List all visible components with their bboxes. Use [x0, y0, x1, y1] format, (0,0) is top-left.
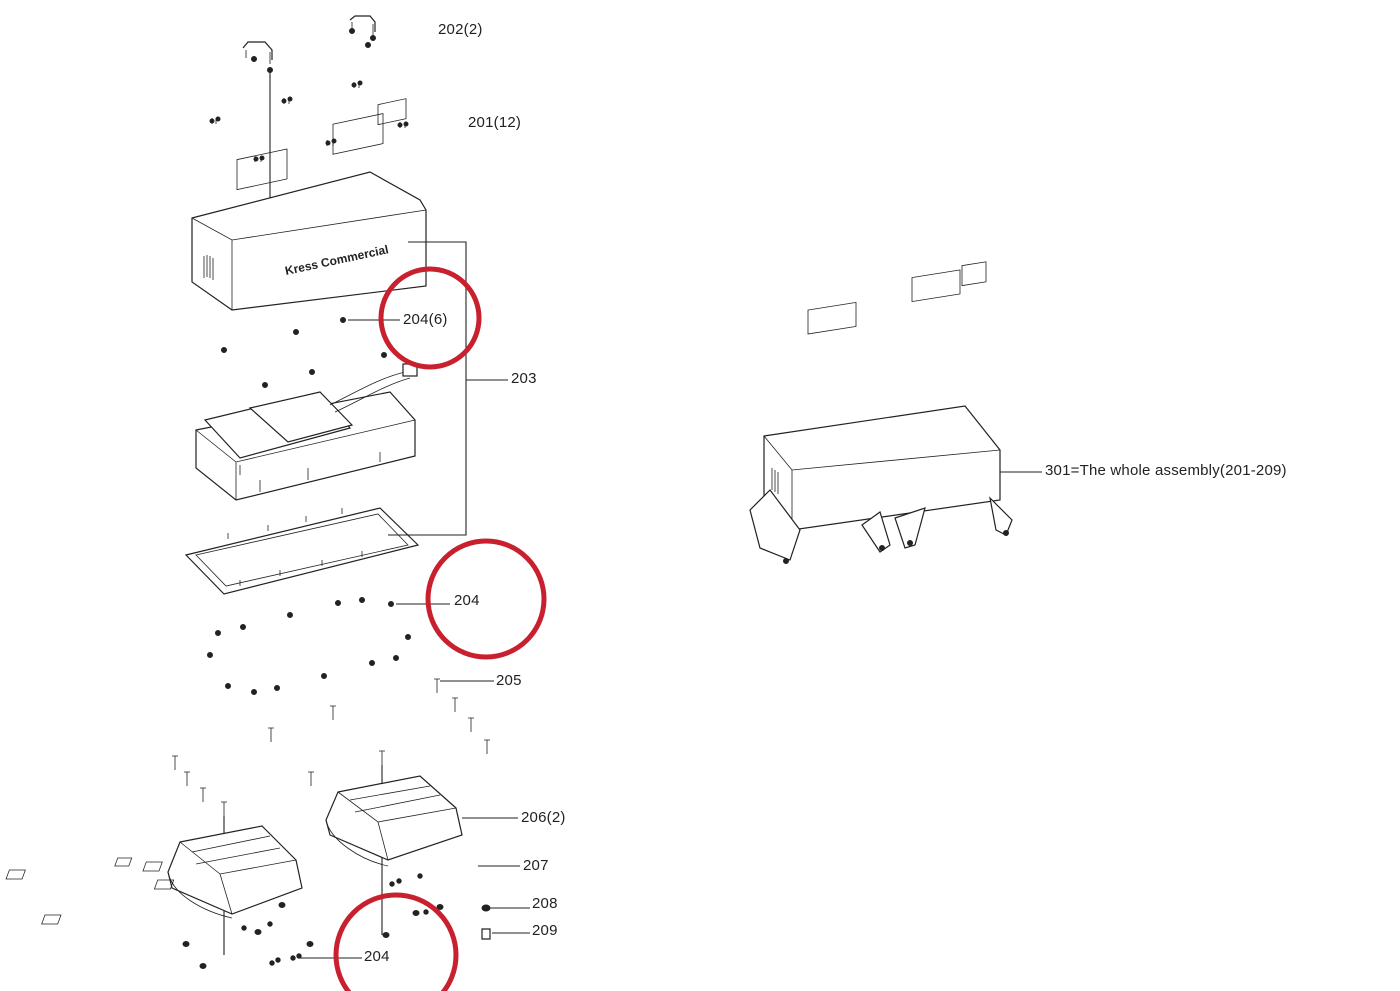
- handle-part-202-left: [242, 41, 273, 73]
- callout-204-middle: 204: [454, 592, 480, 609]
- callout-301: 301=The whole assembly(201-209): [1045, 462, 1287, 479]
- screws-204-bottom: [241, 873, 429, 966]
- wheel-carrier-206-right: [325, 775, 463, 867]
- handle-part-202-top: [349, 15, 376, 48]
- callout-205: 205: [496, 672, 522, 689]
- highlight-circle-1: [378, 266, 482, 370]
- battery-top-cover: Kress Commercial: [191, 98, 427, 311]
- callout-209: 209: [532, 922, 558, 939]
- screws-204-six: [221, 317, 387, 388]
- screws-204-lower: [207, 597, 411, 695]
- callout-208: 208: [532, 895, 558, 912]
- plates-207: [5, 857, 175, 925]
- callout-206: 206(2): [521, 809, 566, 826]
- battery-pack: [195, 363, 418, 501]
- callout-203: 203: [511, 370, 537, 387]
- highlight-circle-2: [425, 538, 547, 660]
- callout-201: 201(12): [468, 114, 522, 131]
- battery-tray-frame: [184, 507, 420, 595]
- highlight-circle-3: [333, 892, 459, 991]
- nuts-208: [182, 902, 491, 969]
- callout-204-six: 204(6): [403, 311, 448, 328]
- wheel-carrier-206-left: [167, 825, 303, 919]
- whole-assembly-301: [749, 261, 1013, 564]
- callout-202: 202(2): [438, 21, 483, 38]
- callout-207: 207: [523, 857, 549, 874]
- callout-204-bottom: 204: [364, 948, 390, 965]
- clip-209: [481, 928, 491, 940]
- bolts-205: [172, 678, 490, 816]
